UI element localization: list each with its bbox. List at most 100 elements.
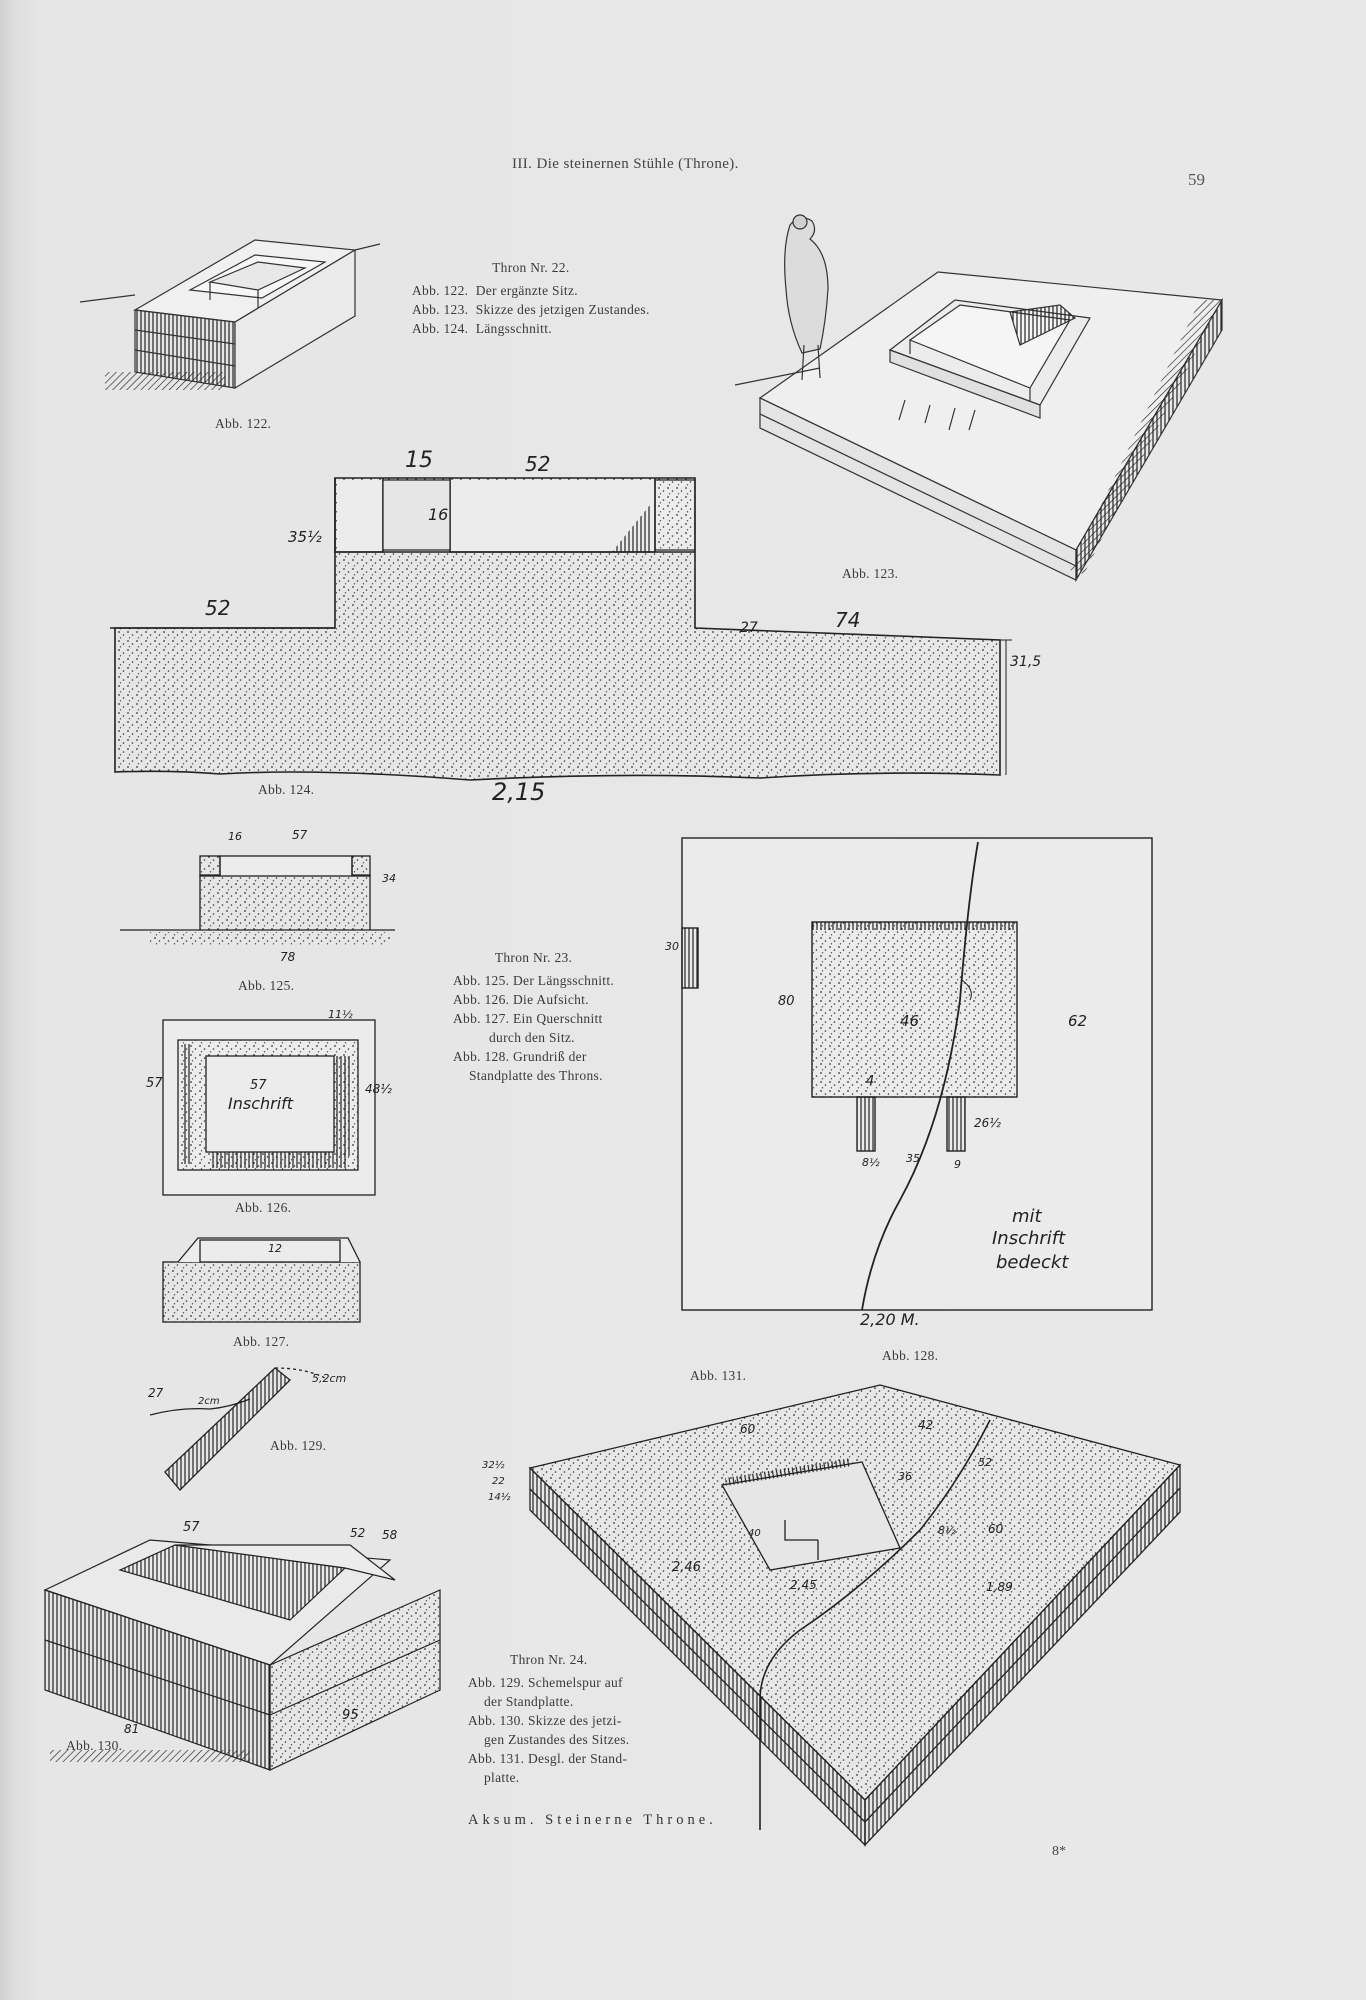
dim-124-15: 15 <box>405 448 433 473</box>
label-abb-131: Abb. 131. <box>690 1368 747 1383</box>
dim-130-81: 81 <box>124 1722 140 1736</box>
caption-throne-24-title: Thron Nr. 24. <box>510 1652 588 1667</box>
caption-line: Abb. 124. Längsschnitt. <box>412 321 552 336</box>
dim-131-40: 40 <box>748 1528 761 1539</box>
dim-128-80: 80 <box>778 994 795 1009</box>
dim-126-57-inner: 57 <box>250 1078 267 1093</box>
dim-124-27: 27 <box>740 620 758 636</box>
dim-129-5-2cm: 5,2cm <box>312 1372 347 1385</box>
dim-128-35: 35 <box>906 1152 920 1165</box>
figure-123 <box>734 214 1223 583</box>
dim-125-34: 34 <box>382 872 396 885</box>
caption-line: Abb. 123. Skizze des jetzigen Zustandes. <box>412 302 650 317</box>
dim-124-52-left: 52 <box>205 596 231 620</box>
caption-line: Abb. 125. Der Längsschnitt. <box>453 973 615 988</box>
dim-131-60b: 60 <box>988 1522 1004 1536</box>
label-abb-123: Abb. 123. <box>842 566 899 581</box>
caption-throne-24: Thron Nr. 24. Abb. 129. Schemelspur auf … <box>468 1650 629 1787</box>
caption-throne-22-title: Thron Nr. 22. <box>492 260 570 275</box>
dim-130-57: 57 <box>183 1520 200 1535</box>
label-abb-125: Abb. 125. <box>238 978 295 993</box>
caption-line: Abb. 131. Desgl. der Stand- <box>468 1751 628 1766</box>
dim-126-48: 48½ <box>365 1082 392 1096</box>
dim-129-27: 27 <box>148 1386 164 1400</box>
note-126-inschrift: Inschrift <box>228 1094 294 1113</box>
dim-130-95: 95 <box>342 1708 359 1723</box>
dim-124-35: 35½ <box>288 528 322 546</box>
figure-129 <box>149 1367 326 1491</box>
dim-131-32: 32½ <box>482 1460 505 1471</box>
figure-124 <box>110 477 1012 781</box>
caption-throne-23-title: Thron Nr. 23. <box>494 950 573 965</box>
figure-126 <box>162 1019 376 1196</box>
dim-124-2-15: 2,15 <box>492 778 546 806</box>
page-number: 59 <box>1188 170 1205 189</box>
label-abb-130: Abb. 130. <box>66 1738 123 1753</box>
dim-131-1-89: 1,89 <box>986 1580 1013 1594</box>
dim-128-9: 9 <box>954 1158 961 1171</box>
label-abb-124: Abb. 124. <box>258 782 315 797</box>
caption-line: gen Zustandes des Sitzes. <box>484 1732 630 1747</box>
dim-130-52: 52 <box>350 1526 366 1540</box>
caption-line: Abb. 130. Skizze des jetzi- <box>468 1713 622 1728</box>
dim-131-8: 8½ <box>938 1524 956 1537</box>
dim-127-12: 12 <box>268 1242 282 1255</box>
figure-127 <box>162 1237 361 1323</box>
dim-131-2-45: 2,45 <box>790 1578 817 1592</box>
caption-throne-23: Thron Nr. 23. Abb. 125. Der Längsschnitt… <box>453 948 614 1085</box>
caption-line: der Standplatte. <box>484 1694 574 1709</box>
dim-130-58: 58 <box>382 1528 398 1542</box>
signature-mark: 8* <box>1052 1844 1066 1859</box>
caption-throne-22: Thron Nr. 22. Abb. 122. Der ergänzte Sit… <box>412 258 650 338</box>
label-abb-129: Abb. 129. <box>270 1438 327 1453</box>
figure-130 <box>43 1539 441 1771</box>
footer-title: Aksum. Steinerne Throne. <box>468 1812 717 1828</box>
caption-line: durch den Sitz. <box>489 1030 575 1045</box>
dim-128-2-20: 2,20 M. <box>860 1310 920 1329</box>
caption-line: Abb. 122. Der ergänzte Sitz. <box>412 283 578 298</box>
dim-128-62: 62 <box>1068 1012 1088 1030</box>
dim-124-31-5: 31,5 <box>1010 654 1042 670</box>
dim-131-52: 52 <box>978 1456 992 1469</box>
dim-128-30: 30 <box>665 940 679 953</box>
figure-125 <box>120 855 395 946</box>
caption-line: Abb. 127. Ein Querschnitt <box>453 1011 603 1026</box>
dim-129-2cm: 2cm <box>198 1396 220 1407</box>
running-head: III. Die steinernen Stühle (Throne). <box>512 156 739 172</box>
dim-131-60a: 60 <box>740 1422 756 1436</box>
caption-line: Abb. 126. Die Aufsicht. <box>453 992 589 1007</box>
dim-124-16: 16 <box>428 505 449 524</box>
dim-124-52-top: 52 <box>525 452 551 476</box>
label-abb-127: Abb. 127. <box>233 1334 290 1349</box>
label-abb-128: Abb. 128. <box>882 1348 939 1363</box>
dim-125-16: 16 <box>228 830 242 843</box>
label-abb-122: Abb. 122. <box>215 416 272 431</box>
dim-131-2-46: 2,46 <box>672 1560 701 1575</box>
dim-128-8: 8½ <box>862 1156 880 1169</box>
dim-128-46: 46 <box>900 1012 920 1030</box>
figure-131 <box>528 1384 1182 1847</box>
caption-line: Abb. 129. Schemelspur auf <box>468 1675 623 1690</box>
note-128-line3: bedeckt <box>996 1252 1069 1273</box>
caption-line: Abb. 128. Grundriß der <box>453 1049 587 1064</box>
dim-131-22: 22 <box>492 1476 505 1487</box>
figure-122 <box>79 239 381 390</box>
caption-line: platte. <box>484 1770 520 1785</box>
dim-128-26: 26½ <box>974 1116 1001 1130</box>
caption-line: Standplatte des Throns. <box>469 1068 603 1083</box>
dim-126-57-left: 57 <box>146 1076 163 1091</box>
dim-126-11: 11½ <box>328 1008 353 1021</box>
dim-128-4: 4 <box>866 1074 875 1089</box>
dim-131-42: 42 <box>918 1418 934 1432</box>
dim-124-74: 74 <box>835 608 861 632</box>
label-abb-126: Abb. 126. <box>235 1200 292 1215</box>
note-128-line1: mit <box>1012 1206 1042 1227</box>
dim-131-36: 36 <box>898 1470 912 1483</box>
dim-131-14: 14½ <box>488 1492 511 1503</box>
note-128-line2: Inschrift <box>992 1228 1066 1249</box>
dim-125-57: 57 <box>292 828 308 842</box>
figure-128 <box>681 837 1153 1311</box>
dim-125-78: 78 <box>280 950 296 964</box>
